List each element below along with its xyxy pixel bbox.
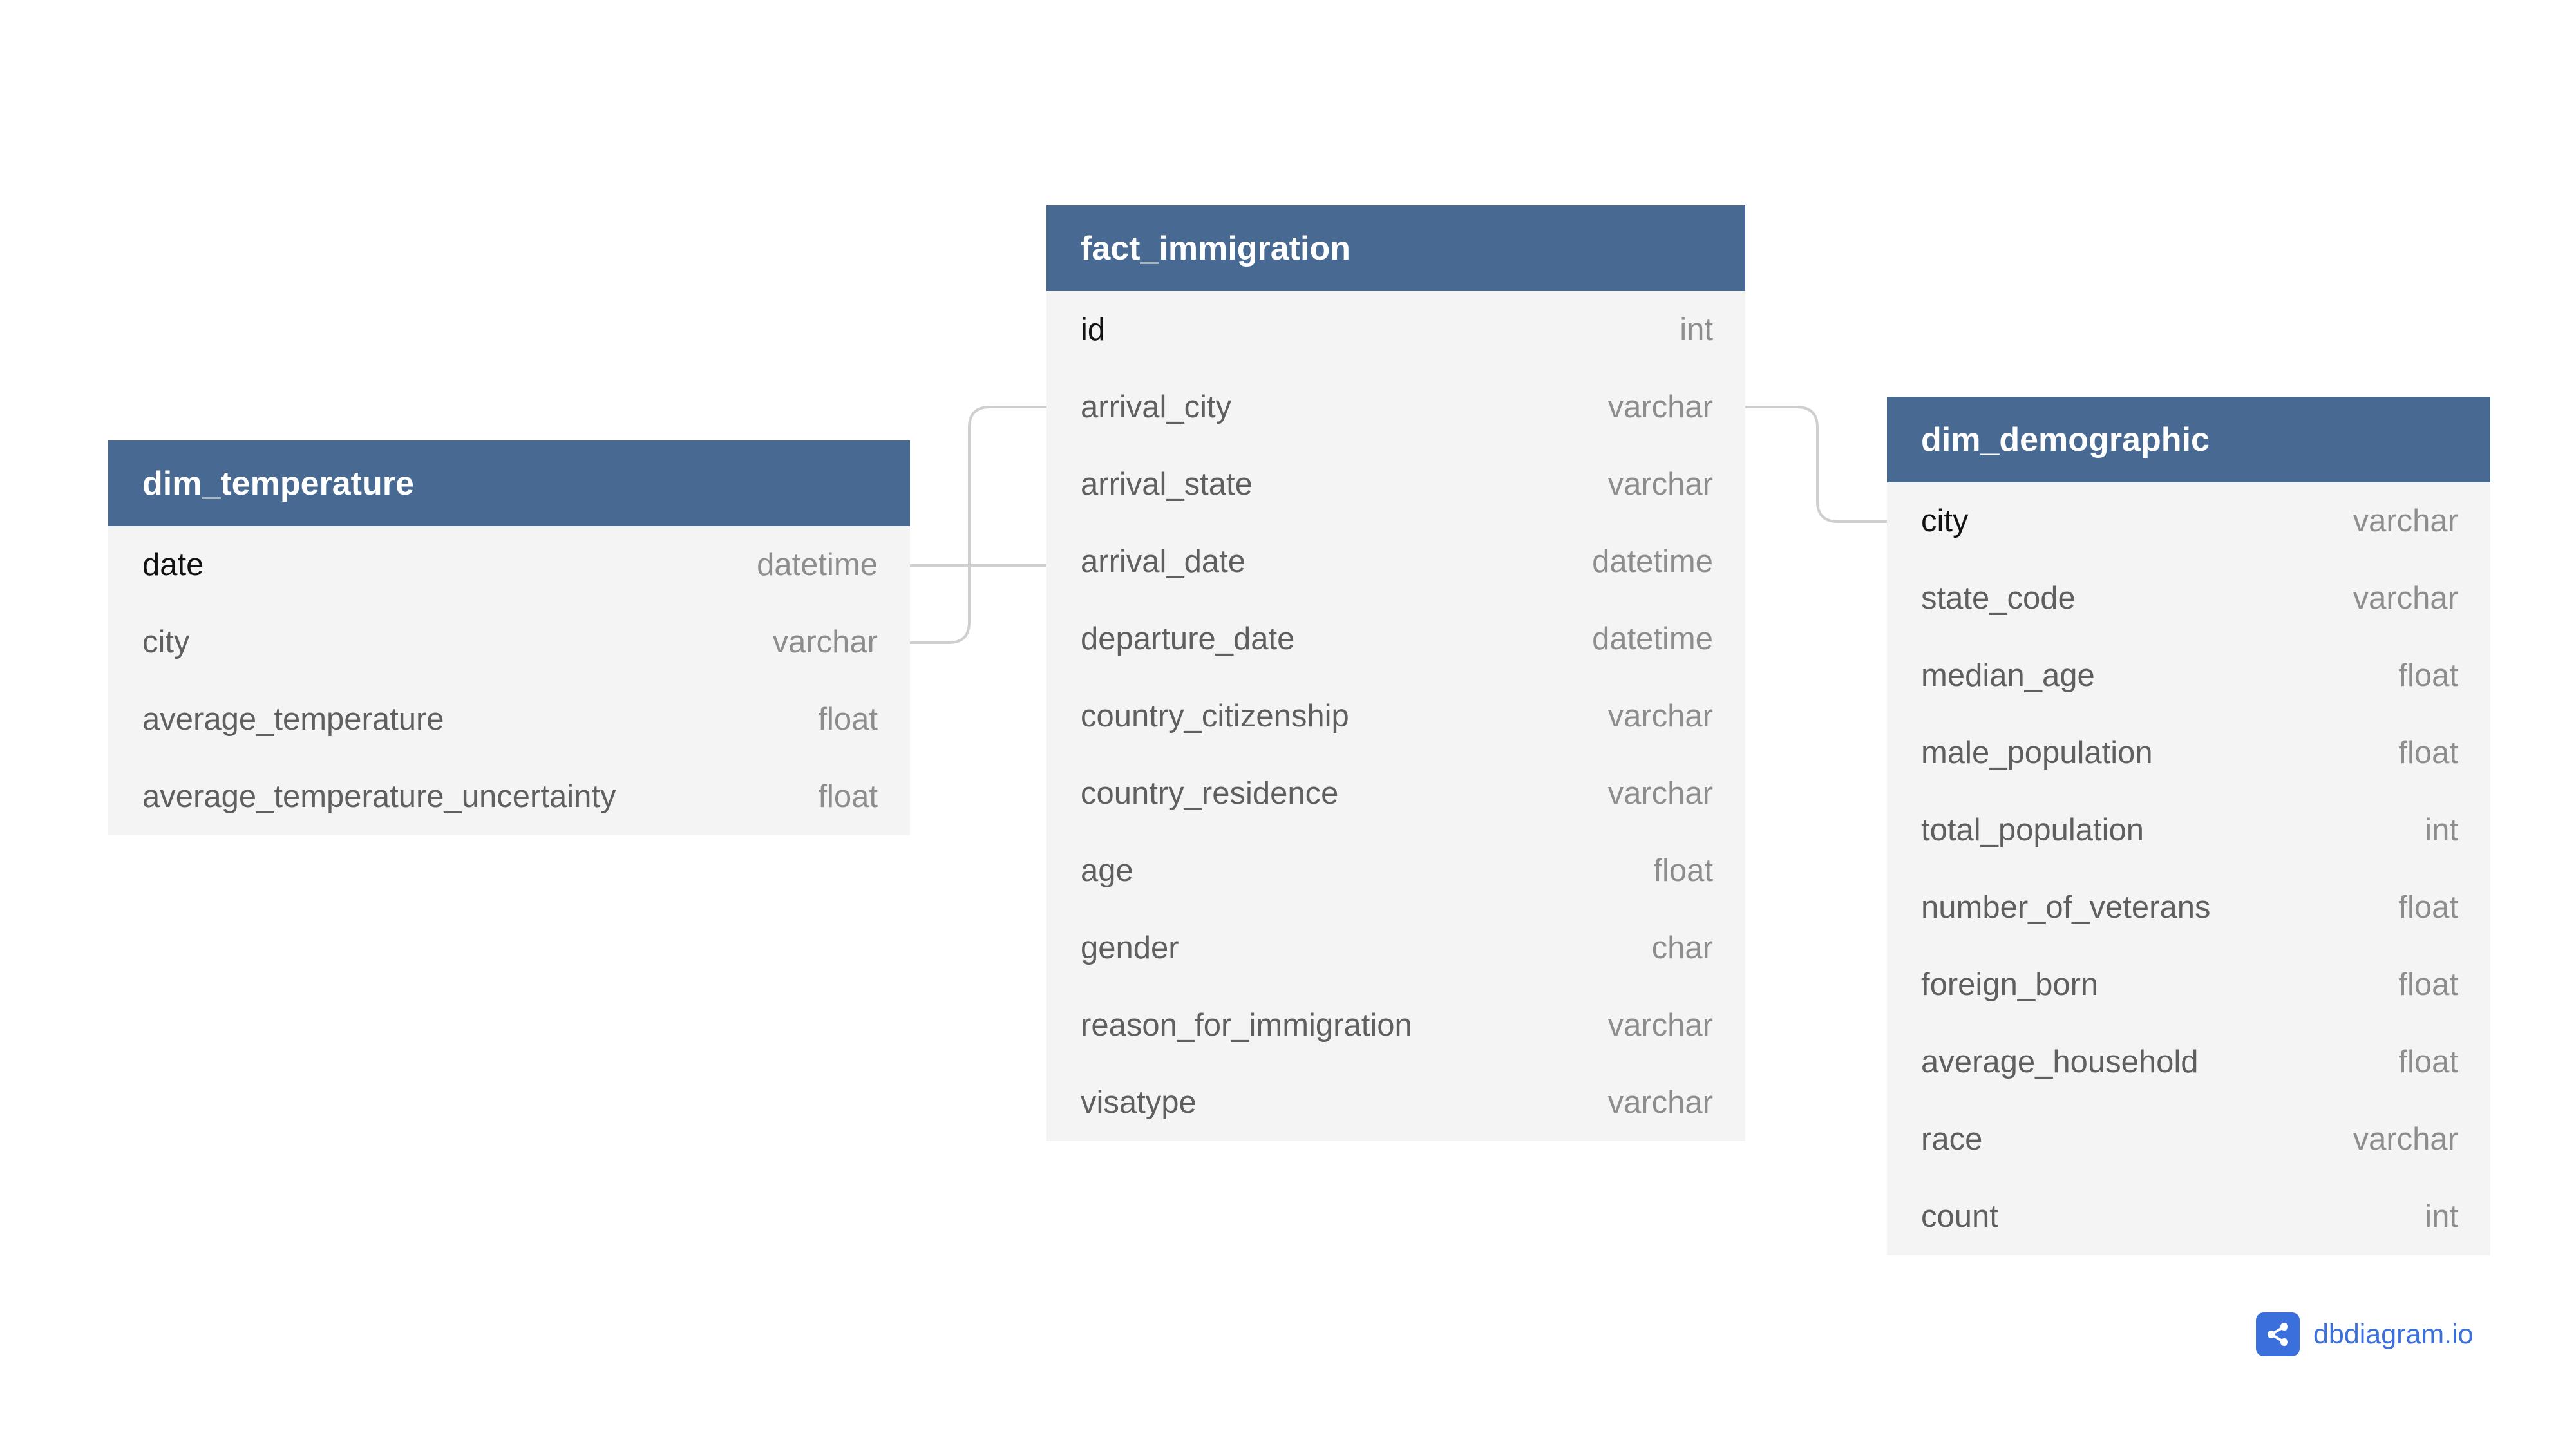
table-dim-temperature[interactable]: dim_temperature date datetime city varch…: [108, 440, 910, 835]
table-row[interactable]: male_population float: [1887, 714, 2490, 791]
table-dim-demographic[interactable]: dim_demographic city varchar state_code …: [1887, 397, 2490, 1255]
column-name: city: [142, 625, 190, 659]
table-row[interactable]: total_population int: [1887, 791, 2490, 869]
column-name: departure_date: [1081, 621, 1295, 656]
connector-city-to-arrival-city[interactable]: [910, 406, 1046, 644]
column-type: int: [2425, 813, 2458, 848]
column-name: arrival_date: [1081, 544, 1246, 579]
brand-label: dbdiagram.io: [2313, 1318, 2474, 1350]
table-row[interactable]: city varchar: [108, 603, 910, 681]
table-row[interactable]: country_residence varchar: [1046, 755, 1745, 832]
column-name: id: [1081, 312, 1106, 347]
column-name: average_temperature_uncertainty: [142, 779, 616, 814]
column-type: datetime: [757, 547, 878, 582]
column-name: country_residence: [1081, 776, 1339, 811]
table-row[interactable]: average_temperature_uncertainty float: [108, 758, 910, 835]
table-row[interactable]: reason_for_immigration varchar: [1046, 987, 1745, 1064]
column-name: date: [142, 547, 204, 582]
column-name: visatype: [1081, 1085, 1197, 1120]
table-header[interactable]: dim_demographic: [1887, 397, 2490, 482]
column-type: varchar: [1607, 390, 1713, 424]
column-type: varchar: [1607, 1008, 1713, 1043]
column-type: float: [818, 702, 878, 737]
share-nodes-icon: [2256, 1312, 2300, 1356]
column-type: varchar: [2353, 504, 2458, 538]
column-type: int: [2425, 1199, 2458, 1234]
column-type: float: [818, 779, 878, 814]
column-type: float: [2398, 967, 2458, 1002]
table-row[interactable]: arrival_state varchar: [1046, 446, 1745, 523]
column-name: total_population: [1921, 813, 2145, 848]
column-name: age: [1081, 853, 1133, 888]
column-type: datetime: [1592, 544, 1713, 579]
column-name: gender: [1081, 931, 1179, 965]
column-type: float: [2398, 1045, 2458, 1079]
column-name: race: [1921, 1122, 1983, 1157]
table-row[interactable]: race varchar: [1887, 1101, 2490, 1178]
column-type: varchar: [1607, 776, 1713, 811]
column-type: char: [1651, 931, 1713, 965]
column-name: foreign_born: [1921, 967, 2099, 1002]
column-type: varchar: [2353, 581, 2458, 616]
column-name: count: [1921, 1199, 1998, 1234]
table-row[interactable]: city varchar: [1887, 482, 2490, 560]
column-name: male_population: [1921, 735, 2153, 770]
table-row[interactable]: state_code varchar: [1887, 560, 2490, 637]
table-row[interactable]: average_household float: [1887, 1023, 2490, 1101]
column-type: float: [2398, 735, 2458, 770]
table-row[interactable]: median_age float: [1887, 637, 2490, 714]
table-row[interactable]: number_of_veterans float: [1887, 869, 2490, 946]
column-name: average_temperature: [142, 702, 444, 737]
column-type: float: [2398, 890, 2458, 925]
column-type: varchar: [1607, 467, 1713, 502]
column-name: number_of_veterans: [1921, 890, 2211, 925]
connector-arrival-city-to-demographic-city[interactable]: [1745, 406, 1887, 523]
column-name: median_age: [1921, 658, 2095, 693]
table-row[interactable]: foreign_born float: [1887, 946, 2490, 1023]
table-fact-immigration[interactable]: fact_immigration id int arrival_city var…: [1046, 205, 1745, 1141]
column-name: state_code: [1921, 581, 2076, 616]
table-row[interactable]: id int: [1046, 291, 1745, 368]
column-type: varchar: [772, 625, 878, 659]
column-name: reason_for_immigration: [1081, 1008, 1412, 1043]
column-type: varchar: [1607, 699, 1713, 734]
table-header[interactable]: fact_immigration: [1046, 205, 1745, 291]
column-name: average_household: [1921, 1045, 2199, 1079]
table-row[interactable]: date datetime: [108, 526, 910, 603]
column-name: country_citizenship: [1081, 699, 1349, 734]
table-row[interactable]: visatype varchar: [1046, 1064, 1745, 1141]
table-row[interactable]: departure_date datetime: [1046, 600, 1745, 677]
table-row[interactable]: average_temperature float: [108, 681, 910, 758]
table-row[interactable]: count int: [1887, 1178, 2490, 1255]
column-type: int: [1680, 312, 1713, 347]
table-row[interactable]: arrival_date datetime: [1046, 523, 1745, 600]
column-name: city: [1921, 504, 1969, 538]
table-row[interactable]: arrival_city varchar: [1046, 368, 1745, 446]
table-header[interactable]: dim_temperature: [108, 440, 910, 526]
table-row[interactable]: country_citizenship varchar: [1046, 677, 1745, 755]
table-row[interactable]: age float: [1046, 832, 1745, 909]
column-type: datetime: [1592, 621, 1713, 656]
column-type: varchar: [1607, 1085, 1713, 1120]
column-type: float: [2398, 658, 2458, 693]
column-type: varchar: [2353, 1122, 2458, 1157]
table-row[interactable]: gender char: [1046, 909, 1745, 987]
column-name: arrival_city: [1081, 390, 1232, 424]
column-type: float: [1653, 853, 1713, 888]
dbdiagram-brand-link[interactable]: dbdiagram.io: [2256, 1312, 2474, 1356]
column-name: arrival_state: [1081, 467, 1253, 502]
